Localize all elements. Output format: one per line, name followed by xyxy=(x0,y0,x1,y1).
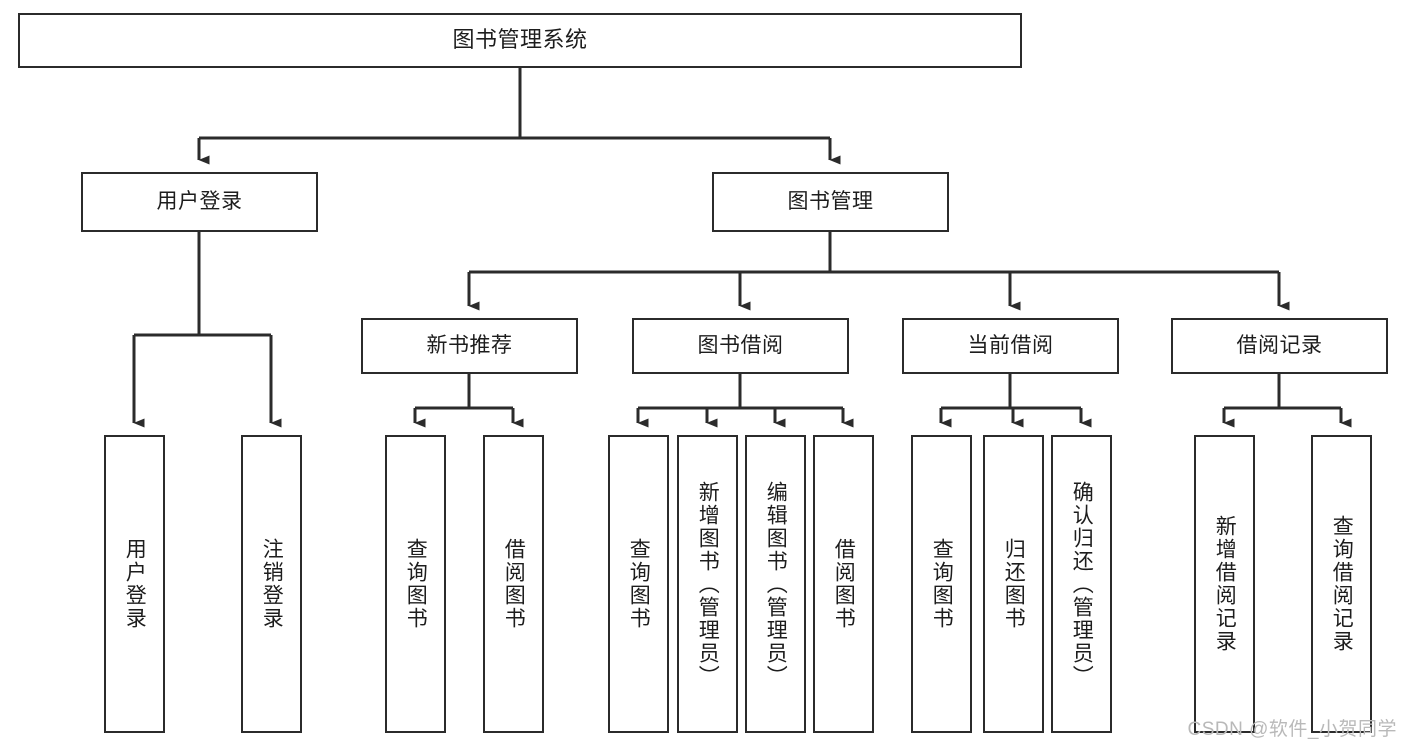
node-book-borrow[interactable]: 图书借阅 xyxy=(632,318,849,374)
node-current-borrow-label: 当前借阅 xyxy=(967,334,1054,358)
node-leaf-confirm-return-label: 确认归还（管理员） xyxy=(1070,480,1094,688)
node-leaf-user-login-label: 用户登录 xyxy=(123,538,147,630)
watermark-text: CSDN @软件_小贺同学 xyxy=(1187,719,1397,740)
node-leaf-edit-book[interactable]: 编辑图书（管理员） xyxy=(745,435,806,733)
node-user-login-label: 用户登录 xyxy=(156,190,243,214)
node-new-book-rec-label: 新书推荐 xyxy=(426,334,513,358)
node-leaf-borrow-book-2-label: 借阅图书 xyxy=(832,538,856,630)
node-leaf-query-record[interactable]: 查询借阅记录 xyxy=(1311,435,1372,733)
node-leaf-add-book[interactable]: 新增图书（管理员） xyxy=(677,435,738,733)
node-leaf-add-book-label: 新增图书（管理员） xyxy=(696,480,720,688)
node-book-manage[interactable]: 图书管理 xyxy=(712,172,949,232)
node-root-label: 图书管理系统 xyxy=(452,27,588,53)
node-borrow-record-label: 借阅记录 xyxy=(1236,334,1323,358)
node-current-borrow[interactable]: 当前借阅 xyxy=(902,318,1119,374)
node-leaf-logout[interactable]: 注销登录 xyxy=(241,435,302,733)
node-leaf-query-book-2[interactable]: 查询图书 xyxy=(608,435,669,733)
node-leaf-query-book-1-label: 查询图书 xyxy=(404,538,428,630)
node-leaf-edit-book-label: 编辑图书（管理员） xyxy=(764,480,788,688)
node-leaf-borrow-book-1-label: 借阅图书 xyxy=(502,538,526,630)
node-leaf-borrow-book-2[interactable]: 借阅图书 xyxy=(813,435,874,733)
node-leaf-query-book-1[interactable]: 查询图书 xyxy=(385,435,446,733)
node-leaf-query-record-label: 查询借阅记录 xyxy=(1330,515,1354,653)
node-borrow-record[interactable]: 借阅记录 xyxy=(1171,318,1388,374)
node-leaf-add-record-label: 新增借阅记录 xyxy=(1213,515,1237,653)
node-leaf-logout-label: 注销登录 xyxy=(260,538,284,630)
node-book-borrow-label: 图书借阅 xyxy=(697,334,784,358)
node-leaf-query-book-3-label: 查询图书 xyxy=(930,538,954,630)
node-root[interactable]: 图书管理系统 xyxy=(18,13,1022,68)
node-leaf-user-login[interactable]: 用户登录 xyxy=(104,435,165,733)
node-user-login[interactable]: 用户登录 xyxy=(81,172,318,232)
node-leaf-borrow-book-1[interactable]: 借阅图书 xyxy=(483,435,544,733)
node-book-manage-label: 图书管理 xyxy=(787,190,874,214)
node-leaf-query-book-2-label: 查询图书 xyxy=(627,538,651,630)
node-leaf-add-record[interactable]: 新增借阅记录 xyxy=(1194,435,1255,733)
node-leaf-return-book-label: 归还图书 xyxy=(1002,538,1026,630)
node-leaf-return-book[interactable]: 归还图书 xyxy=(983,435,1044,733)
node-leaf-query-book-3[interactable]: 查询图书 xyxy=(911,435,972,733)
node-leaf-confirm-return[interactable]: 确认归还（管理员） xyxy=(1051,435,1112,733)
node-new-book-rec[interactable]: 新书推荐 xyxy=(361,318,578,374)
